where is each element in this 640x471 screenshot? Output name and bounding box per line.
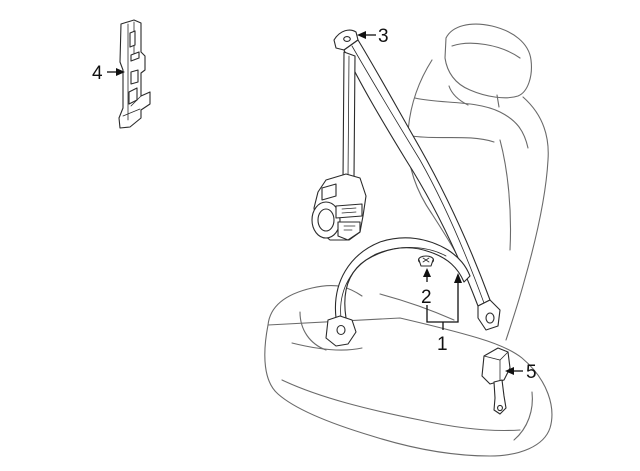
part-2-guide-cap <box>417 255 435 267</box>
part-3-upper-anchor <box>333 29 359 51</box>
arrow-4 <box>116 68 125 76</box>
arrow-2 <box>423 268 431 277</box>
callout-5: 5 <box>526 362 537 383</box>
part-4-bracket <box>118 19 151 129</box>
callout-2: 2 <box>421 287 432 308</box>
seat-cushion <box>267 285 363 326</box>
part-1-belt-assembly <box>311 39 501 347</box>
headrest <box>444 23 532 99</box>
callout-4: 4 <box>92 63 103 84</box>
seat-outline <box>264 23 553 457</box>
arrow-5 <box>505 367 514 375</box>
leader-1 <box>426 281 459 330</box>
part-5-buckle <box>481 347 511 415</box>
callout-1: 1 <box>437 334 448 355</box>
callout-3: 3 <box>378 26 389 47</box>
leader-lines <box>107 31 523 375</box>
arrow-3 <box>357 31 366 39</box>
arrow-1 <box>454 273 462 283</box>
